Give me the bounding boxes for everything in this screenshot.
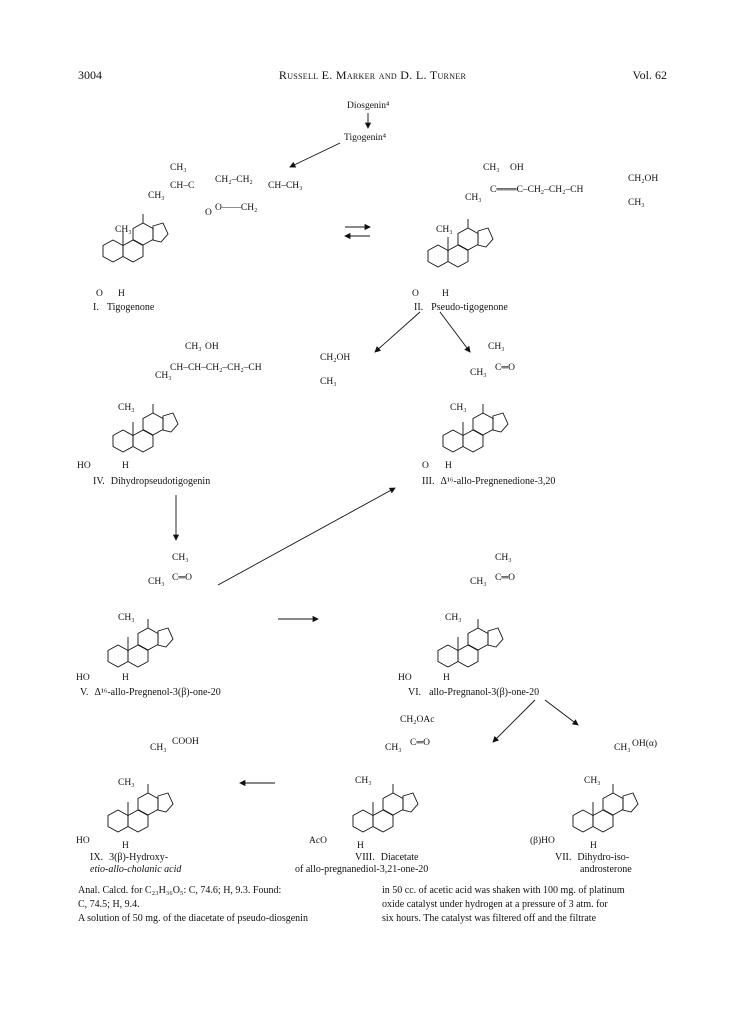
svg-text:H: H (443, 673, 450, 683)
page-number: 3004 (78, 68, 102, 82)
compound-VII-caption-line2: androsterone (580, 864, 632, 875)
svg-text:OH: OH (205, 342, 219, 352)
svg-text:C═O: C═O (495, 573, 515, 583)
compound-VI-caption: VI.allo-Pregnanol-3(β)-one-20 (408, 687, 539, 698)
svg-text:CH₃: CH₃ (584, 776, 601, 786)
svg-text:H: H (445, 461, 452, 471)
svg-text:O: O (96, 289, 103, 299)
compound-VIII-caption-line2: of allo-pregnanediol-3,21-one-20 (295, 864, 428, 875)
svg-text:CH₃: CH₃ (150, 743, 167, 753)
svg-text:CH₃: CH₃ (118, 613, 135, 623)
svg-text:CH₃: CH₃ (465, 193, 482, 203)
compound-V-structure: CH₃ CH₃ C═O CH₃ HO H (76, 553, 192, 683)
svg-text:CH₂–CH₂: CH₂–CH₂ (215, 175, 253, 185)
compound-IV-structure: CH₃ OH CH₃ CH–CH–CH₂–CH₂–CH CH₂OH CH₃ CH… (77, 342, 350, 471)
svg-text:CH₂OH: CH₂OH (320, 353, 350, 363)
svg-text:C═══C–CH₂–CH₂–CH: C═══C–CH₂–CH₂–CH (490, 185, 583, 195)
running-head-authors: Russell E. Marker and D. L. Turner (278, 68, 467, 82)
compound-V-caption: V.Δ¹⁶-allo-Pregnenol-3(β)-one-20 (80, 687, 221, 698)
svg-text:CH₃: CH₃ (148, 577, 165, 587)
svg-text:O: O (412, 289, 419, 299)
svg-text:CH₂OH: CH₂OH (628, 174, 658, 184)
svg-text:CH₃: CH₃ (445, 613, 462, 623)
compound-VI-structure: CH₃ CH₃ C═O CH₃ HO H (398, 553, 515, 683)
svg-text:CH₃: CH₃ (148, 191, 165, 201)
compound-IX-caption-line1: IX.3(β)-Hydroxy- (90, 852, 168, 863)
text-line: Anal. Calcd. for C₂₃H₃₆O₅: C, 74.6; H, 9… (78, 885, 282, 896)
text-line: oxide catalyst under hydrogen at a press… (382, 899, 608, 910)
svg-text:HO: HO (398, 673, 412, 683)
svg-text:HO: HO (77, 461, 91, 471)
svg-text:CH₃: CH₃ (488, 342, 505, 352)
compound-IX-structure: CH₃ COOH CH₃ HO H (76, 737, 199, 851)
svg-text:CH₃: CH₃ (185, 342, 202, 352)
compound-III-caption: III.Δ¹⁶-allo-Pregnenedione-3,20 (422, 476, 555, 487)
text-column-left: Anal. Calcd. for C₂₃H₃₆O₅: C, 74.6; H, 9… (78, 884, 368, 926)
svg-text:H: H (118, 289, 125, 299)
svg-text:CH₃: CH₃ (436, 225, 453, 235)
svg-text:AcO: AcO (309, 836, 327, 846)
svg-text:CH₃: CH₃ (495, 553, 512, 563)
svg-text:OH(α): OH(α) (632, 738, 657, 749)
svg-text:H: H (357, 841, 364, 851)
compound-VIII-caption-line1: VIII.Diacetate (355, 852, 419, 863)
svg-text:CH₃: CH₃ (155, 371, 172, 381)
compound-VIII-structure: CH₂OAc CH₃ C═O CH₃ AcO H (309, 715, 434, 851)
svg-text:CH₃: CH₃ (614, 743, 631, 753)
svg-text:HO: HO (76, 836, 90, 846)
svg-text:(β)HO: (β)HO (530, 835, 555, 846)
svg-text:CH–CH₃: CH–CH₃ (268, 181, 302, 191)
text-line: A solution of 50 mg. of the diacetate of… (78, 913, 308, 924)
svg-text:O: O (205, 208, 212, 218)
compound-I-structure: CH₃ CH₃ CH–C CH₂–CH₂ CH–CH₃ O——CH₂ O CH₃… (96, 163, 302, 299)
svg-text:H: H (122, 461, 129, 471)
svg-text:H: H (590, 841, 597, 851)
svg-text:CH₃: CH₃ (450, 403, 467, 413)
svg-text:O: O (422, 461, 429, 471)
svg-text:CH₃: CH₃ (118, 778, 135, 788)
compound-VII-caption-line1: VII.Dihydro-iso- (555, 852, 629, 863)
svg-text:CH₃: CH₃ (115, 225, 132, 235)
diosgenin-label: Diosgenin⁴ (347, 101, 390, 111)
svg-text:CH₃: CH₃ (170, 163, 187, 173)
svg-text:CH–C: CH–C (170, 181, 194, 191)
svg-text:H: H (122, 673, 129, 683)
compound-III-structure: CH₃ CH₃ C═O CH₃ O H (422, 342, 515, 471)
svg-text:C═O: C═O (495, 363, 515, 373)
text-line: in 50 cc. of acetic acid was shaken with… (382, 885, 625, 896)
compound-IX-caption-line2: etio-allo-cholanic acid (90, 864, 182, 875)
svg-text:CH₃: CH₃ (118, 403, 135, 413)
svg-text:C═O: C═O (410, 738, 430, 748)
svg-text:H: H (122, 841, 129, 851)
svg-text:C═O: C═O (172, 573, 192, 583)
svg-text:CH–CH–CH₂–CH₂–CH: CH–CH–CH₂–CH₂–CH (170, 363, 262, 373)
text-line: six hours. The catalyst was filtered off… (382, 913, 597, 924)
svg-text:CH₃: CH₃ (470, 368, 487, 378)
svg-text:COOH: COOH (172, 737, 199, 747)
compound-I-caption: I.Tigogenone (93, 302, 155, 313)
svg-text:CH₃: CH₃ (483, 163, 500, 173)
svg-text:H: H (442, 289, 449, 299)
svg-text:CH₃: CH₃ (172, 553, 189, 563)
tigogenin-label: Tigogenin⁴ (344, 133, 387, 143)
compound-II-structure: CH₃ OH CH₃ C═══C–CH₂–CH₂–CH CH₂OH CH₃ CH… (412, 163, 658, 299)
compound-II-caption: II.Pseudo-tigogenone (414, 302, 508, 313)
compound-IV-caption: IV.Dihydropseudotigogenin (93, 476, 210, 487)
svg-text:CH₃: CH₃ (628, 198, 645, 208)
svg-text:OH: OH (510, 163, 524, 173)
svg-text:O——CH₂: O——CH₂ (215, 203, 257, 213)
svg-text:CH₃: CH₃ (355, 776, 372, 786)
compound-VII-structure: CH₃ OH(α) CH₃ (β)HO H (530, 738, 657, 851)
svg-text:CH₃: CH₃ (320, 377, 337, 387)
volume-label: Vol. 62 (632, 68, 667, 82)
text-column-right: in 50 cc. of acetic acid was shaken with… (382, 884, 672, 926)
svg-text:CH₃: CH₃ (470, 577, 487, 587)
svg-text:CH₃: CH₃ (385, 743, 402, 753)
svg-text:HO: HO (76, 673, 90, 683)
text-line: C, 74.5; H, 9.4. (78, 899, 140, 910)
svg-text:CH₂OAc: CH₂OAc (400, 715, 434, 725)
